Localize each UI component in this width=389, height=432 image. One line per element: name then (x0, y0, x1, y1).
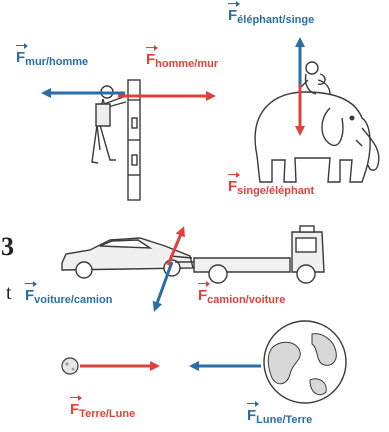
monkey (300, 62, 330, 94)
label-f-homme-mur: Fhomme/mur (146, 52, 218, 67)
label-f-camion-voiture: Fcamion/voiture (198, 288, 285, 303)
margin-letter: t (6, 283, 12, 303)
car-truck-scene (62, 226, 324, 283)
elephant-scene (255, 62, 379, 182)
man-wall-scene (92, 80, 140, 200)
label-f-voiture-camion: Fvoiture/camion (25, 288, 112, 303)
moon (62, 358, 78, 374)
earth (264, 321, 346, 403)
label-f-singe-elephant: Fsinge/éléphant (228, 179, 314, 194)
margin-digit: 3 (1, 234, 14, 260)
elephant (255, 92, 379, 182)
label-f-mur-homme: Fmur/homme (16, 50, 88, 65)
label-f-lune-terre: FLune/Terre (247, 408, 312, 423)
label-f-terre-lune: FTerre/Lune (70, 402, 135, 417)
car (62, 238, 193, 278)
label-f-elephant-singe: Féléphant/singe (228, 8, 314, 23)
truck (175, 226, 324, 283)
man (92, 86, 126, 163)
